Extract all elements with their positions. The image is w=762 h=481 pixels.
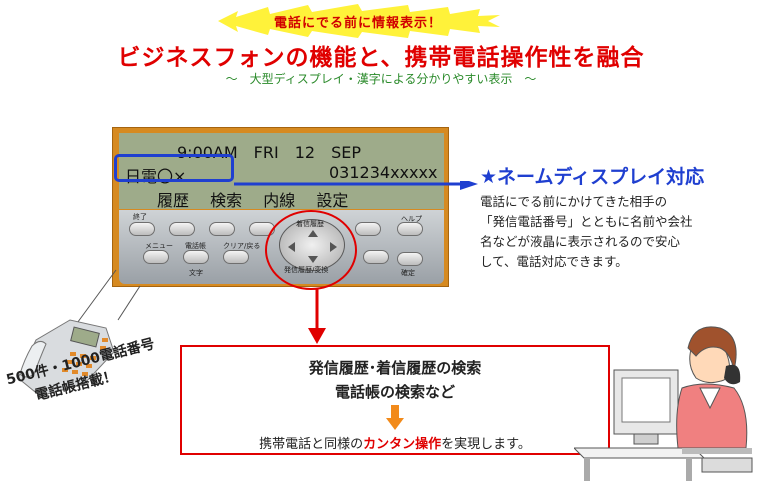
yellow-burst-shape	[218, 4, 500, 38]
red-down-arrow	[308, 288, 326, 344]
feature-desc-line: して、電話対応できます。	[480, 254, 628, 269]
search-feature-box: 発信履歴･着信履歴の検索 電話帳の検索など 携帯電話と同様のカンタン操作を実現し…	[180, 345, 610, 455]
operator-person-icon	[574, 326, 753, 481]
feature-title: ★ネームディスプレイ対応	[480, 166, 705, 188]
easy-operation-highlight: カンタン操作	[363, 437, 442, 452]
key-label-confirm: 確定	[401, 269, 415, 277]
lcd-menu-extension: 内線	[263, 191, 296, 210]
confirm-key[interactable]	[397, 252, 423, 266]
lcd-menu-history: 履歴	[157, 191, 190, 210]
key-label-text: 文字	[189, 269, 203, 277]
clear-back-key[interactable]	[223, 250, 249, 264]
feature-description: 電話にでる前にかけてきた相手の 「発信電話番号」とともに名前や会社 名などが液晶…	[480, 192, 760, 272]
key-label-help: ヘルプ	[401, 215, 422, 223]
feature-desc-line: 「発信電話番号」とともに名前や会社	[480, 214, 693, 229]
softkey-1[interactable]	[169, 222, 195, 236]
softkey-2[interactable]	[209, 222, 235, 236]
lcd-time-line: 9:00AM FRI 12 SEP	[177, 143, 361, 162]
lcd-caller-number: 031234xxxxx	[329, 163, 438, 182]
key-label-menu: メニュー	[145, 242, 173, 250]
caller-name-highlight	[114, 154, 234, 182]
lcd-menu-settings: 設定	[316, 191, 349, 210]
softkey-4[interactable]	[355, 222, 381, 236]
side-key[interactable]	[363, 250, 389, 264]
phonebook-key[interactable]	[183, 250, 209, 264]
lcd-display: 9:00AM FRI 12 SEP 日電〇× 031234xxxxx 履歴 検索…	[119, 133, 444, 210]
help-key[interactable]	[397, 222, 423, 236]
feature-desc-line: 電話にでる前にかけてきた相手の	[480, 194, 668, 209]
tagline-burst: 電話にでる前に情報表示！	[208, 3, 508, 39]
menu-key[interactable]	[143, 250, 169, 264]
navpad-highlight-circle	[265, 210, 357, 290]
key-label-clear: クリア/戻る	[223, 242, 261, 250]
desk-phone-icon	[17, 319, 115, 397]
end-key[interactable]	[129, 222, 155, 236]
lcd-menu: 履歴 検索 内線 設定	[157, 187, 482, 211]
tagline: 電話にでる前に情報表示！	[273, 16, 442, 31]
blue-connector-arrow	[234, 181, 478, 190]
search-line-history: 発信履歴･着信履歴の検索	[308, 359, 482, 377]
orange-down-arrow-icon	[386, 405, 404, 430]
easy-operation-prefix: 携帯電話と同様の	[259, 437, 364, 452]
easy-operation-line: 携帯電話と同様のカンタン操作を実現します。	[182, 433, 608, 452]
search-line-phonebook: 電話帳の検索など	[334, 383, 455, 401]
key-label-phonebook: 電話帳	[185, 242, 206, 250]
lcd-menu-search: 検索	[210, 191, 243, 210]
key-label-end: 終了	[133, 213, 147, 221]
subheadline: ～ 大型ディスプレイ・漢字による分かりやすい表示 ～	[225, 72, 537, 86]
easy-operation-suffix: を実現します。	[441, 437, 531, 452]
headline: ビジネスフォンの機能と、携帯電話操作性を融合	[117, 45, 645, 71]
feature-desc-line: 名などが液晶に表示されるので安心	[480, 234, 681, 249]
